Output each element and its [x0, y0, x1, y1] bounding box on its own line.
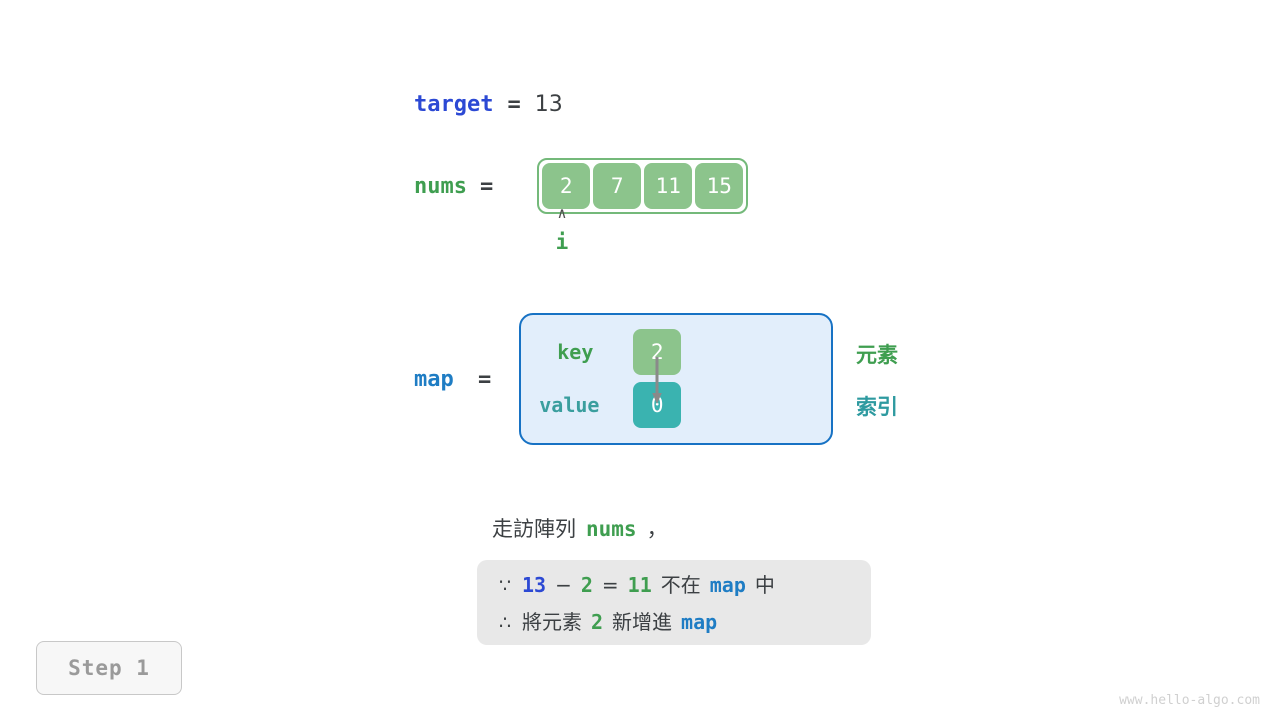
array-cell: 15: [695, 163, 744, 209]
map-declaration: map = key value 2 0: [414, 313, 834, 445]
array-cell: 11: [644, 163, 693, 209]
nums-array-container: 2 7 11 15: [537, 158, 749, 214]
target-variable-name: target: [414, 92, 494, 117]
because-symbol: ∵: [499, 575, 512, 597]
map-variable-name: map: [414, 366, 454, 392]
caret-up-icon: ∧: [557, 204, 567, 222]
target-declaration: target = 13: [414, 92, 563, 117]
reasoning-not-in-text: 不在: [660, 573, 701, 597]
caption-text: 走訪陣列 nums ，: [492, 513, 668, 543]
caption-suffix: ，: [646, 517, 668, 541]
reasoning-equals-sign: =: [601, 573, 619, 597]
reasoning-action-prefix: 將元素: [522, 610, 582, 634]
index-pointer-group: ∧ i: [545, 204, 579, 255]
reasoning-target-value: 13: [522, 573, 547, 597]
map-container: key value 2 0: [519, 313, 834, 445]
reasoning-tail-text: 中: [754, 573, 775, 597]
watermark: www.hello-algo.com: [1119, 693, 1260, 708]
reasoning-complement-value: 11: [627, 573, 652, 597]
nums-variable-name: nums: [414, 173, 467, 199]
array-cell: 7: [593, 163, 642, 209]
reasoning-line-2: ∴ 將元素 2 新增進 map: [477, 606, 871, 643]
map-value-label: value: [539, 393, 600, 417]
target-value: 13: [534, 92, 563, 117]
reasoning-added-element: 2: [591, 610, 604, 634]
map-equals-sign: =: [478, 366, 492, 392]
step-badge: Step 1: [36, 641, 182, 695]
target-equals-sign: =: [507, 92, 521, 117]
caption-variable: nums: [586, 517, 637, 541]
index-pointer-label: i: [555, 230, 569, 254]
arrow-down-icon: [652, 357, 663, 404]
reasoning-map-reference: map: [681, 610, 718, 634]
reasoning-box: ∵ 13 − 2 = 11 不在 map 中 ∴ 將元素 2 新增進 map: [477, 560, 871, 645]
reasoning-map-reference: map: [709, 573, 746, 597]
reasoning-line-1: ∵ 13 − 2 = 11 不在 map 中: [477, 569, 871, 606]
nums-equals-sign: =: [480, 173, 494, 199]
reasoning-current-element: 2: [580, 573, 593, 597]
legend-index-label: 索引: [856, 395, 898, 419]
array-cell: 2: [542, 163, 591, 209]
reasoning-action-mid: 新增進: [612, 610, 673, 634]
reasoning-minus-sign: −: [555, 573, 572, 597]
caption-prefix: 走訪陣列: [492, 517, 576, 541]
map-key-label: key: [557, 340, 594, 364]
therefore-symbol: ∴: [499, 612, 512, 634]
nums-declaration: nums = 2 7 11 15: [414, 158, 749, 214]
legend-element-label: 元素: [856, 343, 898, 367]
